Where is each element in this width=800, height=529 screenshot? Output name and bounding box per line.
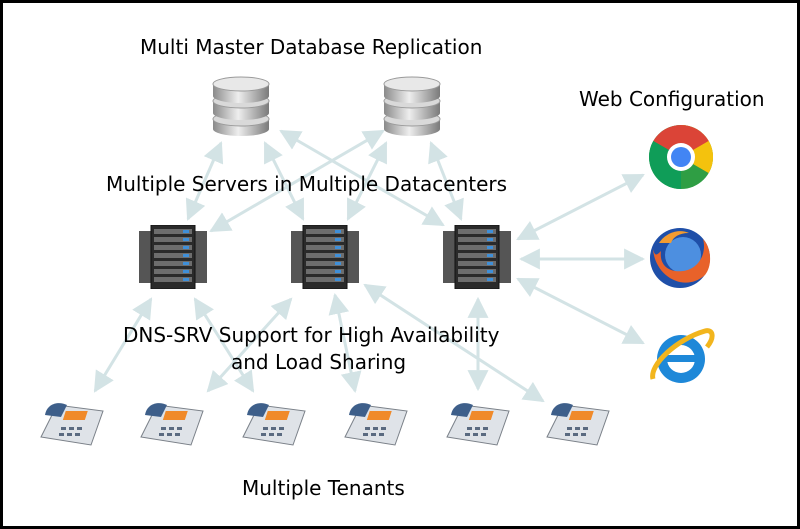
arrow-db2-server3 xyxy=(428,141,464,221)
internet-explorer-browser-icon xyxy=(650,328,715,383)
chrome-browser-icon xyxy=(649,125,713,189)
arrow-server2-phone6 xyxy=(363,283,545,403)
arrow-server2-phone2 xyxy=(206,297,293,393)
database-icon xyxy=(383,76,441,136)
desk-phone-icon xyxy=(242,403,306,446)
server-rack-icon xyxy=(291,225,359,289)
arrow-server3-ie xyxy=(516,277,645,345)
dns-srv-label-line2: and Load Sharing xyxy=(231,350,407,374)
desk-phone-icon xyxy=(546,403,610,446)
desk-phone-icon xyxy=(446,403,510,446)
web-configuration-label: Web Configuration xyxy=(579,87,765,111)
server-rack-icon xyxy=(443,225,511,289)
replication-label: Multi Master Database Replication xyxy=(140,35,483,59)
connection-arrows xyxy=(93,129,646,403)
desk-phone-icon xyxy=(140,403,204,446)
database-icon xyxy=(212,76,270,136)
dns-srv-label-line1: DNS-SRV Support for High Availability xyxy=(123,323,500,347)
arrow-server2-phone4 xyxy=(328,292,362,394)
server-rack-icon xyxy=(139,225,207,289)
arrow-server1-phone1 xyxy=(93,297,153,393)
arrow-db2-server2 xyxy=(346,141,388,221)
desk-phone-icon xyxy=(40,403,104,446)
desk-phone-icon xyxy=(344,403,408,446)
arrow-server3-chrome xyxy=(516,173,645,241)
tenants-label: Multiple Tenants xyxy=(242,476,405,500)
servers-label: Multiple Servers in Multiple Datacenters xyxy=(106,172,508,196)
firefox-browser-icon xyxy=(650,228,711,288)
